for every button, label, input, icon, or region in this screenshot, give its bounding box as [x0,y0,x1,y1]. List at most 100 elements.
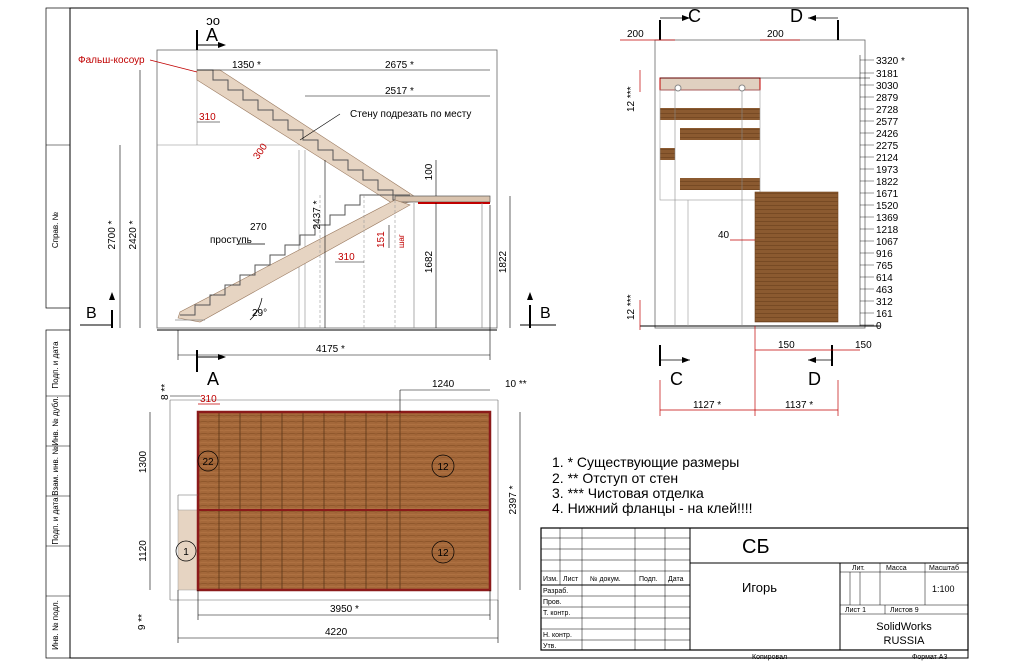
dim-12-top: 12 *** [626,86,637,112]
level-17: 765 [876,261,893,272]
level-0: 3320 * [876,56,905,67]
org-line-2: RUSSIA [884,635,926,647]
dim-8: 8 ** [160,384,171,400]
row-prov: Пров. [543,599,562,606]
col-date: Дата [668,576,684,583]
section-a-bottom: A [207,369,219,389]
sheet-frame [45,7,969,659]
dim-2517: 2517 * [385,86,414,97]
level-13: 1369 [876,213,899,224]
section-b-right: B [540,305,551,322]
dim-310-tread: 310 [338,252,355,263]
dim-2437: 2437 * [312,200,323,229]
view-code: ос [206,15,220,30]
side-stamp-labels: Справ. № Подп. и дата Инв. № дубл. Взам.… [51,211,60,649]
lower-right-flight [754,191,839,323]
dim-1240: 1240 [432,379,455,390]
row-nkontr: Н. контр. [543,632,572,639]
org-line-1: SolidWorks [876,621,932,633]
row-tkontr: Т. контр. [543,610,570,617]
dim-1822: 1822 [498,250,509,273]
mass-label: Масса [886,565,907,572]
plan-upper-flight [198,412,490,510]
level-10: 1822 [876,177,899,188]
note-3: 3. *** Чистовая отделка [552,485,704,501]
lower-flight-steps [180,194,410,316]
bubble-22: 22 [202,457,214,468]
level-22: 0 [876,321,882,332]
level-2: 3030 [876,81,899,92]
step-word: шаг [397,234,406,248]
wall-trim-note: Стену подрезать по месту [350,109,471,120]
dim-3950: 3950 * [330,604,359,615]
dim-1300: 1300 [138,450,149,473]
dim-40: 40 [718,230,730,241]
level-19: 463 [876,285,893,296]
dim-1137: 1137 * [785,400,813,411]
level-12: 1520 [876,201,899,212]
dim-200-left: 200 [627,29,644,40]
note-2: 2. ** Отступ от стен [552,470,678,486]
level-scale: 3320 * 3181 3030 2879 2728 2577 2426 227… [876,56,905,332]
plan-lower-flight [198,510,490,590]
landing-platform [394,195,491,203]
level-5: 2577 [876,117,899,128]
format-label: Формат А3 [912,654,947,661]
section-c-bottom: C [670,369,683,389]
dim-10: 10 ** [505,379,527,390]
scale-label: Масштаб [929,564,959,572]
level-14: 1218 [876,225,899,236]
lit-label: Лит. [852,565,865,572]
level-9: 1973 [876,165,899,176]
stamp-sprav: Справ. № [51,211,60,248]
section-a-top: A [206,25,218,45]
section-c-top: C [688,6,701,26]
stamp-podp-2: Подп. и дата [51,497,60,545]
level-6: 2426 [876,129,899,140]
false-stringer-label: Фальш-косоур [78,55,145,66]
level-4: 2728 [876,105,899,116]
stamp-vzam: Взам. инв. № [51,446,60,496]
bubble-1: 1 [183,547,189,558]
dim-151: 151 [376,231,387,248]
row-razrab: Разраб. [543,587,568,595]
level-11: 1671 [876,189,899,200]
plan-view: 22 12 1 12 8 ** 310 1240 10 ** 1300 1120… [137,379,527,643]
dim-150-a: 150 [778,340,795,351]
section-d-bottom: D [808,369,821,389]
dim-310-top: 310 [199,112,216,123]
dim-9: 9 ** [137,614,148,630]
dim-100: 100 [424,163,435,180]
dim-4175: 4175 * [316,344,345,355]
level-15: 1067 [876,237,899,248]
front-view: C D C D 200 200 12 *** 12 *** 40 150 150… [620,6,905,416]
col-doc: № докум. [590,576,621,583]
section-b-left: B [86,305,97,322]
level-20: 312 [876,297,893,308]
level-16: 916 [876,249,893,260]
dim-1120: 1120 [138,540,149,562]
col-podp: Подп. [639,576,658,583]
dim-200-right: 200 [767,29,784,40]
dim-2420: 2420 * [128,220,139,249]
stamp-inv-podl: Инв. № подл. [51,600,60,650]
title-block: СБ Игорь Изм. Лист № докум. Подп. Дата Р… [540,527,969,661]
col-list: Лист [563,576,579,583]
copied-label: Копировал [752,654,787,661]
note-4: 4. Нижний фланцы - на клей!!!! [552,500,753,516]
dim-150-b: 150 [855,340,872,351]
sheet-count: Листов 9 [890,607,919,614]
side-view: A A ос B B [78,15,556,389]
dim-1350: 1350 * [232,60,261,71]
lower-flight-stringer [177,199,411,323]
dim-300: 300 [251,141,270,161]
dim-1127: 1127 * [693,400,721,411]
dim-2700: 2700 * [107,220,118,249]
bubble-12-lower: 12 [437,548,449,559]
notes-block: 1. * Существующие размеры 2. ** Отступ о… [552,454,753,516]
dim-12-bottom: 12 *** [626,294,637,320]
stamp-podp-1: Подп. и дата [51,341,60,389]
level-1: 3181 [876,69,899,80]
stamp-inv-dubl: Инв. № дубл. [51,396,60,446]
